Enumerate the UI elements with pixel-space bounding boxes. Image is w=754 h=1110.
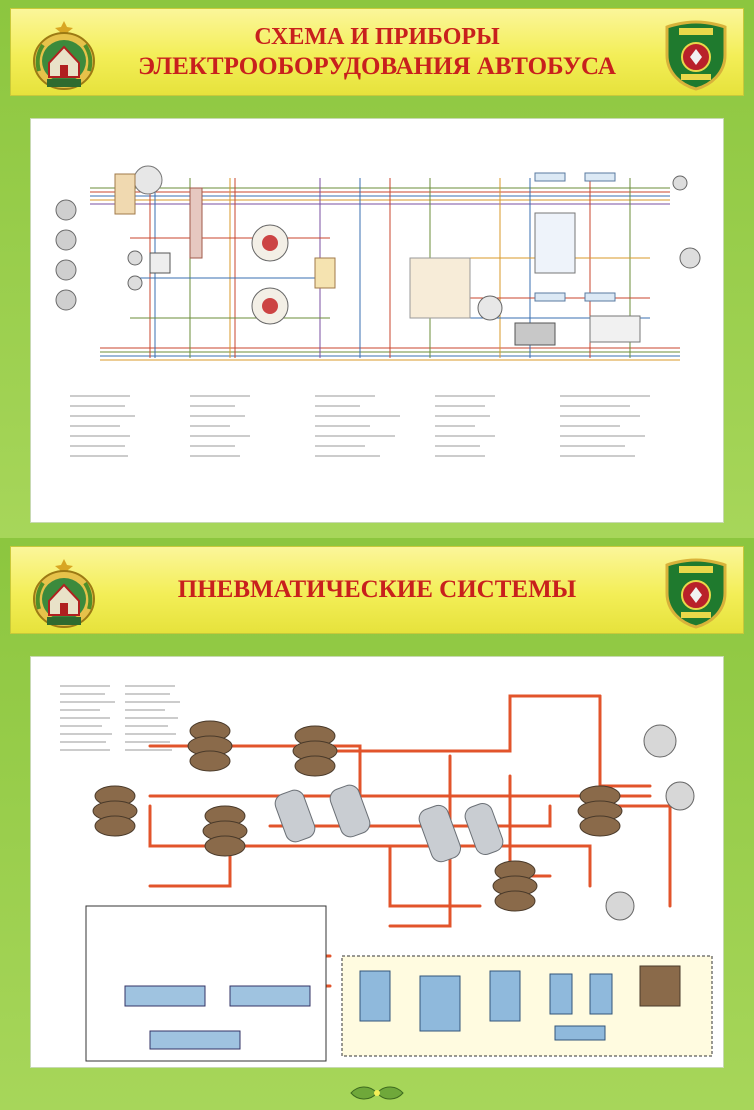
- title: ПНЕВМАТИЧЕСКИЕ СИСТЕМЫ: [177, 576, 577, 603]
- green-shield-badge-icon: [665, 558, 727, 629]
- wreath-house-emblem-icon: [33, 21, 95, 90]
- title-line-1: СХЕМА И ПРИБОРЫ: [254, 24, 500, 50]
- green-shield-badge-icon: [665, 20, 727, 91]
- section-pneumatic-banner: ПНЕВМАТИЧЕСКИЕ СИСТЕМЫ: [10, 546, 744, 634]
- electrical-diagram-panel: [30, 118, 724, 523]
- section-electrical-title: СХЕМА И ПРИБОРЫ ЭЛЕКТРООБОРУДОВАНИЯ АВТО…: [106, 9, 648, 95]
- section-electrical-banner: СХЕМА И ПРИБОРЫ ЭЛЕКТРООБОРУДОВАНИЯ АВТО…: [10, 8, 744, 96]
- title-line-2: ЭЛЕКТРООБОРУДОВАНИЯ АВТОБУСА: [138, 53, 616, 80]
- wreath-house-emblem-icon: [33, 559, 95, 628]
- electrical-wiring-diagram: [55, 165, 701, 457]
- pneumatic-system-diagram: [60, 685, 713, 1062]
- ornament-icon: [350, 1086, 404, 1100]
- section-pneumatic-title: ПНЕВМАТИЧЕСКИЕ СИСТЕМЫ: [106, 547, 648, 633]
- pneumatic-diagram-panel: [30, 656, 724, 1068]
